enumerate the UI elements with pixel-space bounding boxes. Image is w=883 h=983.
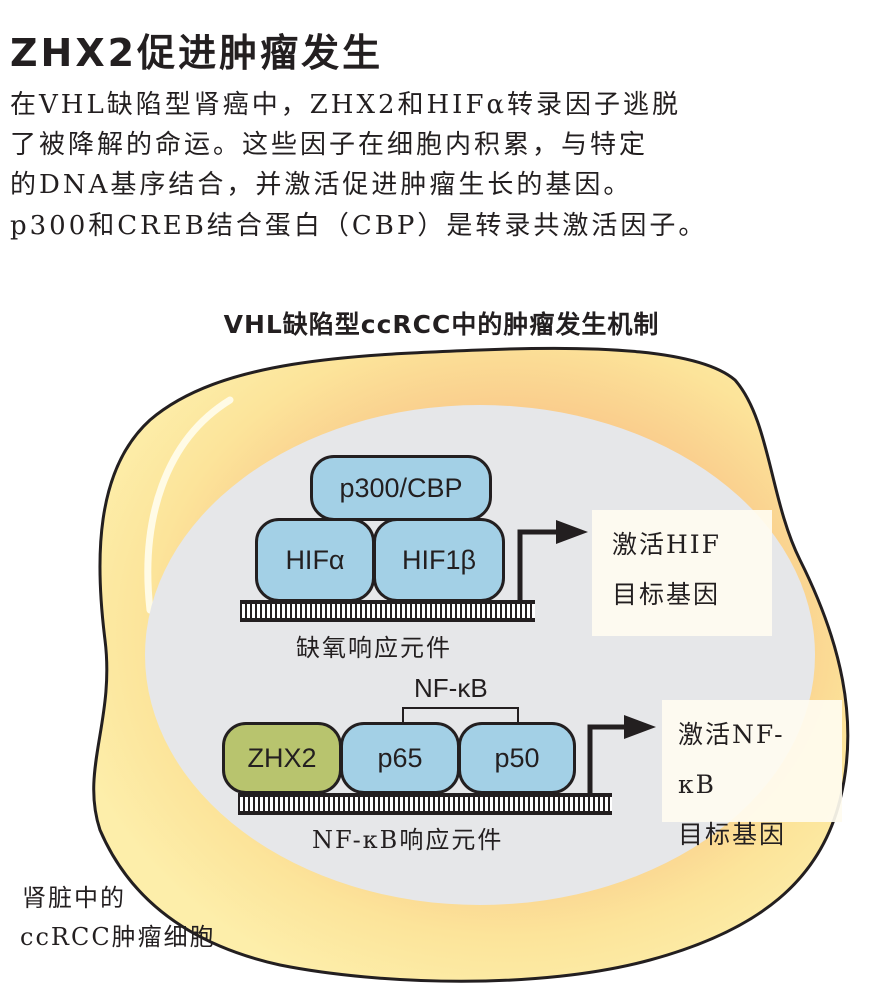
nfkb-target-line: 激活NF-κB (678, 720, 785, 799)
protein-p300-cbp: p300/CBP (310, 455, 492, 521)
nfkb-target-box: 激活NF-κB 目标基因 (662, 700, 842, 849)
protein-zhx2: ZHX2 (222, 722, 342, 794)
paragraph-line: p300和CREB结合蛋白（CBP）是转录共激活因子。 (10, 211, 708, 241)
hif-arrow (517, 529, 560, 600)
dna-hypoxia-element (240, 600, 535, 622)
cell-label-line: 肾脏中的 (22, 884, 126, 912)
protein-p50: p50 (458, 722, 576, 794)
dna-nfkb-element (238, 793, 612, 815)
nfkb-group-label: NF-κB (414, 673, 488, 703)
nfkb-arrowhead (624, 715, 656, 739)
hif-target-line: 激活HIF (612, 530, 722, 559)
paragraph-line: 的DNA基序结合，并激活促进肿瘤生长的基因。 (10, 170, 633, 200)
hif-target-box: 激活HIF 目标基因 (592, 510, 772, 636)
nfkb-element-label: NF-κB响应元件 (312, 826, 504, 854)
hre-label: 缺氧响应元件 (296, 634, 452, 662)
hif-arrowhead (556, 520, 588, 544)
protein-hif1-beta: HIF1β (373, 518, 505, 602)
cell-label-line: ccRCC肿瘤细胞 (20, 923, 216, 951)
membrane-highlight (144, 396, 234, 614)
page-title: ZHX2促进肿瘤发生 (10, 31, 384, 75)
paragraph-line: 了被降解的命运。这些因子在细胞内积累，与特定 (10, 130, 649, 160)
nfkb-bracket (402, 707, 519, 722)
nfkb-arrow (587, 724, 628, 795)
protein-hif-alpha: HIFα (255, 518, 375, 602)
paragraph-line: 在VHL缺陷型肾癌中，ZHX2和HIFα转录因子逃脱 (10, 90, 682, 120)
hif-target-line: 目标基因 (612, 580, 721, 609)
protein-p65: p65 (340, 722, 460, 794)
diagram-title: VHL缺陷型ccRCC中的肿瘤发生机制 (223, 310, 660, 339)
nfkb-target-line: 目标基因 (678, 820, 787, 849)
